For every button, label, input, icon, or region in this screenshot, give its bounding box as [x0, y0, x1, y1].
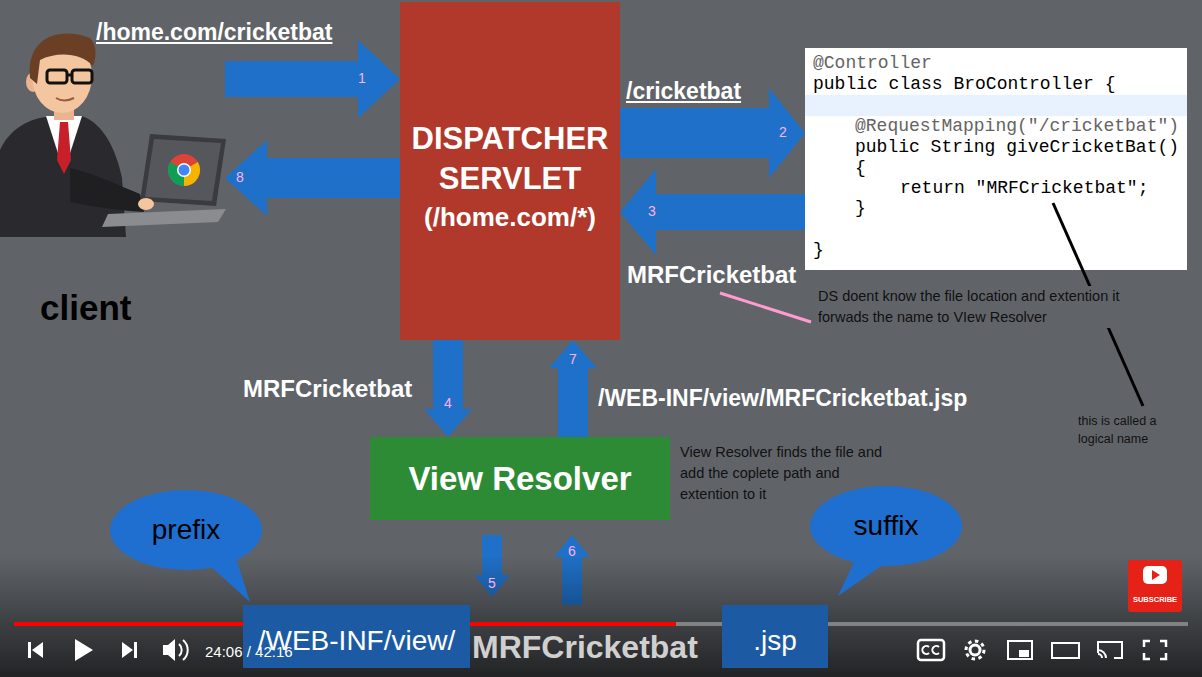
file-name-text: MRFCricketbat [472, 624, 698, 670]
subscribe-text: SUBSCRIBE [1133, 596, 1177, 604]
code-line: } [855, 198, 866, 218]
box-text: .jsp [753, 625, 797, 657]
box-title: (/home.com/*) [424, 201, 596, 233]
player-controls [918, 640, 944, 660]
code-line: return "MRFCricketbat"; [900, 178, 1148, 198]
client-illustration [0, 34, 226, 237]
leader-line [720, 293, 811, 322]
client-illustration [138, 198, 154, 210]
client-illustration [30, 34, 96, 84]
client-illustration [145, 139, 221, 201]
block-arrow [424, 340, 472, 437]
callout-number: 3 [648, 204, 656, 219]
bubble-text: prefix [152, 513, 220, 547]
bubble-tail [208, 558, 250, 602]
annotation-note: View Resolver finds the file and add the… [680, 442, 895, 505]
client-illustration [70, 168, 144, 212]
subscribe-button [1143, 566, 1167, 584]
player-controls [122, 642, 137, 658]
code-line: { [855, 158, 866, 178]
speech-bubble-shape [808, 484, 964, 600]
player-controls [970, 645, 980, 655]
bubble-tail [838, 558, 884, 596]
progress-bar [14, 622, 1188, 626]
dispatcher-servlet-box: DISPATCHER SERVLET(/home.com/*) [400, 2, 620, 340]
view-resolver-box: View Resolver [370, 437, 670, 520]
client-illustration [179, 165, 190, 176]
player-controls [966, 641, 984, 659]
player-controls [1144, 641, 1166, 659]
block-arrow [225, 40, 400, 118]
player-controls [163, 639, 175, 661]
client-illustration [56, 98, 74, 101]
code-box: @Controllerpublic class BroController { @… [805, 48, 1187, 270]
player-controls [1098, 650, 1106, 658]
player-controls [1098, 642, 1122, 658]
player-controls [922, 646, 939, 654]
block-arrow [225, 140, 400, 216]
callout-number: 5 [488, 576, 496, 591]
code-line: public class BroController { [813, 74, 1115, 94]
callout-number: 8 [236, 170, 244, 185]
callout-number: 2 [779, 125, 787, 140]
client-figure: client [0, 20, 225, 332]
client-illustration [67, 74, 72, 77]
client-illustration [140, 134, 226, 206]
speech-bubble: suffix [808, 484, 964, 600]
edge-label: /home.com/cricketbat [96, 20, 332, 45]
code-line: @RequestMapping("/cricketbat") [855, 116, 1179, 136]
highlight-row [805, 95, 1187, 116]
callout-number: 4 [444, 396, 452, 411]
bubble-body [110, 490, 262, 570]
code-line: @Controller [813, 53, 932, 73]
player-controls [1052, 643, 1079, 658]
code-line: } [813, 240, 824, 260]
leader-line [1053, 203, 1143, 406]
box-title: View Resolver [408, 459, 631, 499]
client-illustration [177, 163, 191, 177]
edge-label: /cricketbat [626, 79, 741, 104]
annotation-note: this is called a logical name [1078, 412, 1173, 448]
subscribe-button [1152, 570, 1160, 580]
client-illustration [102, 209, 226, 227]
callout-number: 6 [568, 544, 576, 559]
speech-bubble: prefix [108, 488, 264, 606]
subscribe-button [1128, 560, 1182, 612]
edge-label: MRFCricketbat [627, 262, 796, 288]
block-arrow [620, 169, 805, 255]
player-controls [28, 642, 43, 658]
box-title: DISPATCHER SERVLET [408, 119, 612, 199]
player-controls [179, 640, 188, 660]
annotation-note: DS doent know the file location and exte… [818, 286, 1170, 328]
code-line: public String giveCricketBat() [855, 137, 1179, 157]
client-illustration [57, 122, 71, 174]
callout-number: 7 [569, 352, 577, 367]
player-shade [0, 555, 1202, 677]
bubble-text: suffix [854, 509, 919, 543]
subscribe-button [1128, 560, 1182, 612]
block-arrow [549, 340, 597, 437]
progress-bar [14, 622, 1188, 626]
player-controls [1019, 650, 1029, 657]
player-controls [75, 639, 93, 661]
time-display: 24:06 / 42:16 [205, 641, 293, 663]
edge-label: /WEB-INF/view/MRFCricketbat.jsp [598, 386, 967, 411]
client-illustration [168, 154, 200, 186]
client-illustration [47, 70, 67, 83]
player-controls [1008, 641, 1032, 659]
edge-label: MRFCricketbat [243, 376, 412, 402]
client-label: client [40, 288, 131, 328]
client-illustration [72, 70, 92, 83]
callout-number: 1 [358, 71, 366, 86]
bubble-body [810, 486, 962, 566]
path-segment-box: .jsp [722, 605, 828, 668]
speech-bubble-shape [108, 488, 264, 606]
